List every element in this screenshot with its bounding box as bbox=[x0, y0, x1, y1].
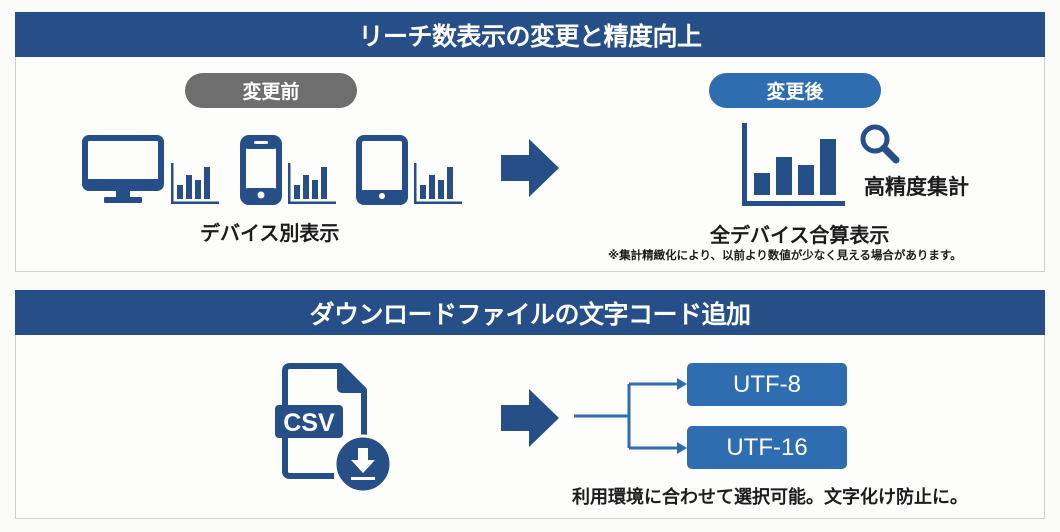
reach-display-title: リーチ数表示の変更と精度向上 bbox=[358, 21, 702, 51]
right-arrow-icon bbox=[501, 389, 559, 447]
csv-file-icon: CSV bbox=[275, 363, 393, 494]
tablet-icon bbox=[356, 135, 408, 205]
after-badge: 変更後 bbox=[709, 73, 881, 108]
utf8-label: UTF-8 bbox=[733, 370, 801, 398]
branch-connector bbox=[574, 378, 687, 454]
download-encoding-title: ダウンロードファイルの文字コード追加 bbox=[309, 299, 751, 329]
aggregate-bar-chart-icon bbox=[742, 123, 845, 206]
after-note: ※集計精緻化により、以前より数値が少なく見える場合があります。 bbox=[608, 248, 962, 262]
right-arrow-icon bbox=[501, 139, 559, 197]
before-badge: 変更前 bbox=[185, 73, 357, 108]
reach-display-header: リーチ数表示の変更と精度向上 bbox=[15, 12, 1045, 57]
before-caption: デバイス別表示 bbox=[200, 221, 340, 245]
download-encoding-header: ダウンロードファイルの文字コード追加 bbox=[15, 290, 1045, 335]
reach-display-panel: リーチ数表示の変更と精度向上 変更前 bbox=[15, 12, 1045, 272]
before-badge-label: 変更前 bbox=[242, 81, 300, 103]
smartphone-icon bbox=[240, 135, 282, 205]
device-chart-icon bbox=[414, 163, 462, 204]
after-badge-label: 変更後 bbox=[766, 81, 824, 103]
magnifier-icon bbox=[860, 124, 900, 164]
device-chart-icon bbox=[288, 163, 336, 204]
precision-label: 高精度集計 bbox=[864, 175, 969, 199]
utf16-option: UTF-16 bbox=[687, 426, 847, 469]
utf8-option: UTF-8 bbox=[687, 363, 847, 406]
download-encoding-panel: ダウンロードファイルの文字コード追加 CSV UTF-8 UTF-16 利用環境… bbox=[15, 290, 1045, 519]
desktop-monitor-icon bbox=[82, 135, 164, 203]
after-caption: 全デバイス合算表示 bbox=[710, 223, 890, 247]
device-chart-icon bbox=[171, 163, 219, 204]
csv-file-label: CSV bbox=[283, 409, 335, 437]
encoding-caption: 利用環境に合わせて選択可能。文字化け防止に。 bbox=[572, 487, 968, 508]
utf16-label: UTF-16 bbox=[726, 433, 808, 461]
